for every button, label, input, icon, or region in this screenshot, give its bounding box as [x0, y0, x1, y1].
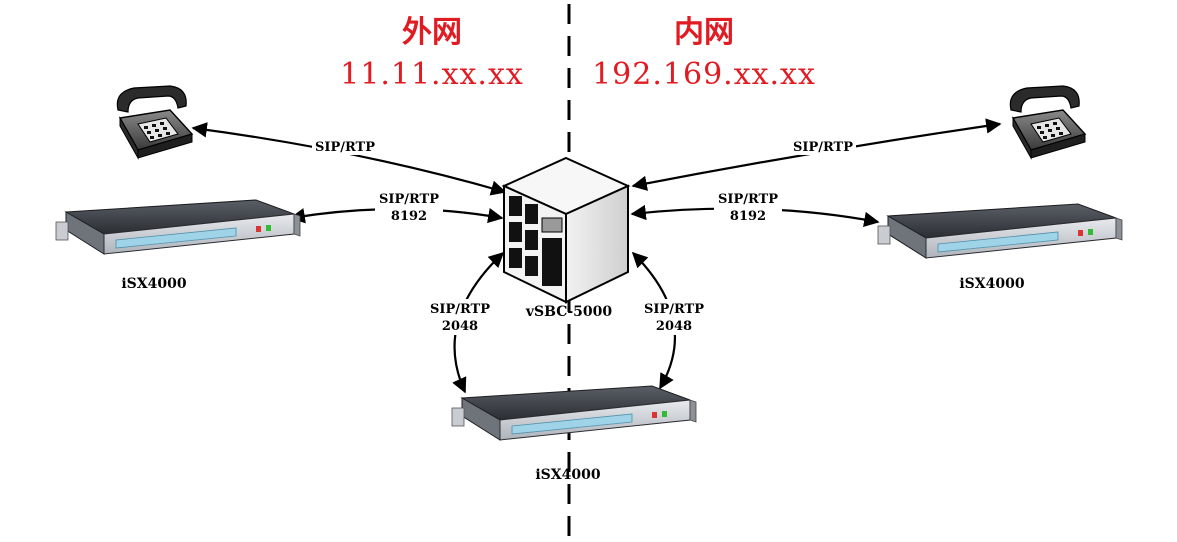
bottom-gateway-label: iSX4000	[535, 467, 601, 483]
label-left-gateway: SIP/RTP 8192	[375, 189, 443, 225]
svg-text:SIP/RTP: SIP/RTP	[718, 192, 778, 207]
svg-text:8192: 8192	[391, 209, 427, 224]
svg-text:SIP/RTP: SIP/RTP	[379, 192, 439, 207]
svg-text:8192: 8192	[730, 209, 766, 224]
external-zone-title: 外网	[402, 15, 462, 50]
internal-zone-ip: 192.169.xx.xx	[592, 57, 816, 92]
svg-text:SIP/RTP: SIP/RTP	[430, 302, 490, 317]
svg-text:SIP/RTP: SIP/RTP	[315, 140, 375, 155]
label-bottom-right: SIP/RTP 2048	[640, 299, 708, 335]
label-right-phone: SIP/RTP	[790, 137, 856, 155]
right-gateway-label: iSX4000	[959, 276, 1025, 292]
left-gateway-label: iSX4000	[121, 276, 187, 292]
internal-zone-title: 内网	[674, 15, 734, 50]
rack-server-icon	[877, 203, 1123, 259]
telephone-icon	[1009, 85, 1086, 159]
rack-server-icon	[55, 199, 301, 255]
telephone-icon	[116, 85, 193, 159]
external-zone-ip: 11.11.xx.xx	[340, 57, 524, 92]
svg-text:SIP/RTP: SIP/RTP	[644, 302, 704, 317]
svg-text:2048: 2048	[442, 319, 478, 334]
label-bottom-left: SIP/RTP 2048	[426, 299, 494, 335]
label-right-gateway: SIP/RTP 8192	[714, 189, 782, 225]
svg-text:2048: 2048	[656, 319, 692, 334]
svg-text:SIP/RTP: SIP/RTP	[793, 140, 853, 155]
rack-server-icon	[451, 385, 697, 441]
sbc-server-icon	[501, 156, 631, 304]
label-left-phone: SIP/RTP	[312, 137, 378, 155]
core-device-label: vSBC-5000	[525, 304, 613, 320]
